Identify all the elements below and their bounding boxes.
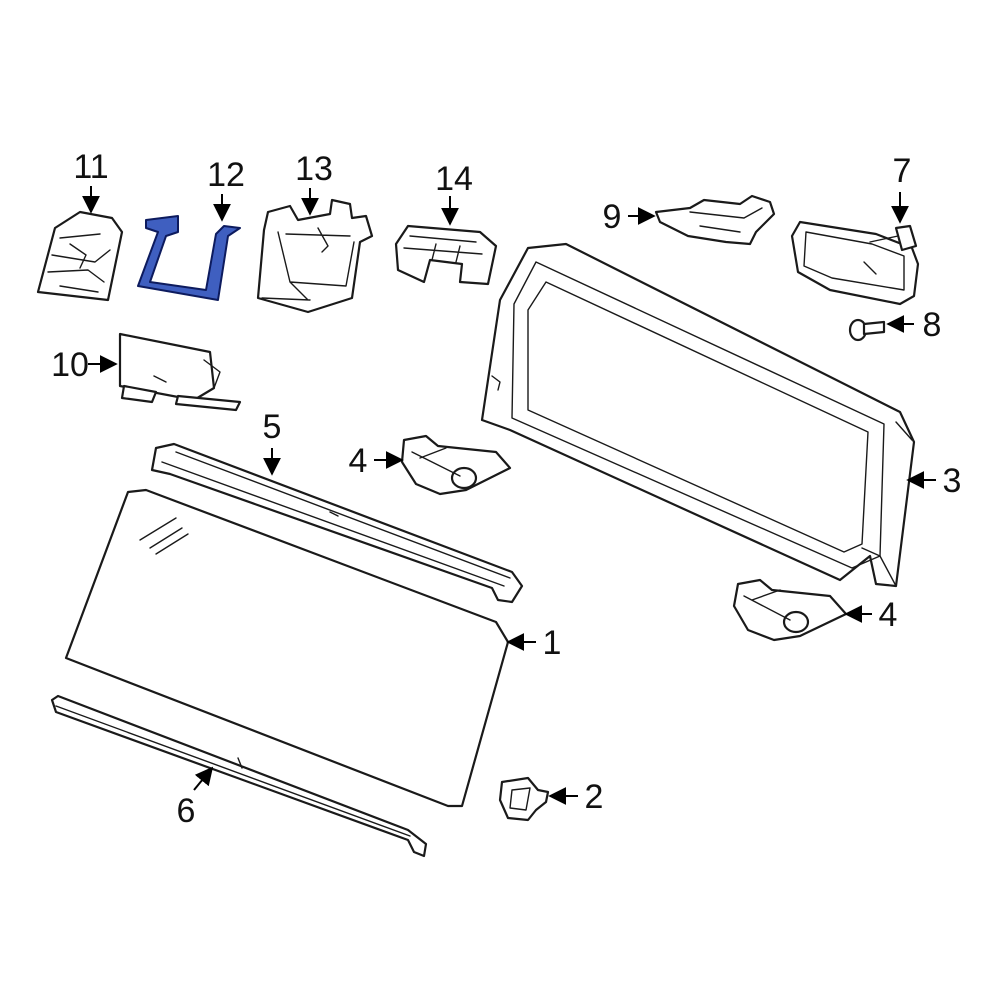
callout-8: 8 (923, 306, 942, 344)
callout-4-lower: 4 (879, 596, 898, 634)
callout-7: 7 (893, 152, 912, 190)
callout-2: 2 (585, 778, 604, 816)
part-7-mirror[interactable] (790, 220, 920, 306)
callout-1: 1 (543, 624, 562, 662)
callout-14: 14 (435, 160, 473, 198)
callout-12: 12 (207, 156, 245, 194)
part-8-fastener[interactable] (848, 318, 886, 342)
callout-3: 3 (943, 462, 962, 500)
part-1-glass[interactable] (64, 488, 510, 808)
part-14-clip[interactable] (394, 224, 498, 286)
part-5-upper-seal[interactable] (150, 442, 524, 604)
part-3-frame[interactable] (480, 242, 916, 588)
callout-numbers: 11 12 13 14 9 7 8 10 5 4 3 4 1 2 6 (51, 148, 961, 830)
part-9-mirror-bracket[interactable] (654, 194, 776, 246)
callout-5: 5 (263, 408, 282, 446)
callout-10: 10 (51, 346, 89, 384)
leader-6 (193, 766, 214, 791)
part-10-module[interactable] (118, 332, 242, 412)
part-2-cap[interactable] (498, 776, 550, 822)
callout-leaders (82, 186, 936, 805)
callout-4-upper: 4 (349, 442, 368, 480)
callout-6: 6 (177, 792, 196, 830)
callout-11: 11 (73, 148, 108, 186)
callout-13: 13 (295, 150, 333, 188)
callout-9: 9 (603, 198, 622, 236)
part-13-housing[interactable] (256, 198, 374, 314)
part-4-hinge-upper[interactable] (400, 434, 512, 496)
part-11-pad[interactable] (36, 210, 124, 302)
part-6-lower-seal[interactable] (50, 694, 428, 858)
part-12-bracket[interactable] (137, 215, 241, 301)
part-4-hinge-lower[interactable] (732, 578, 848, 642)
